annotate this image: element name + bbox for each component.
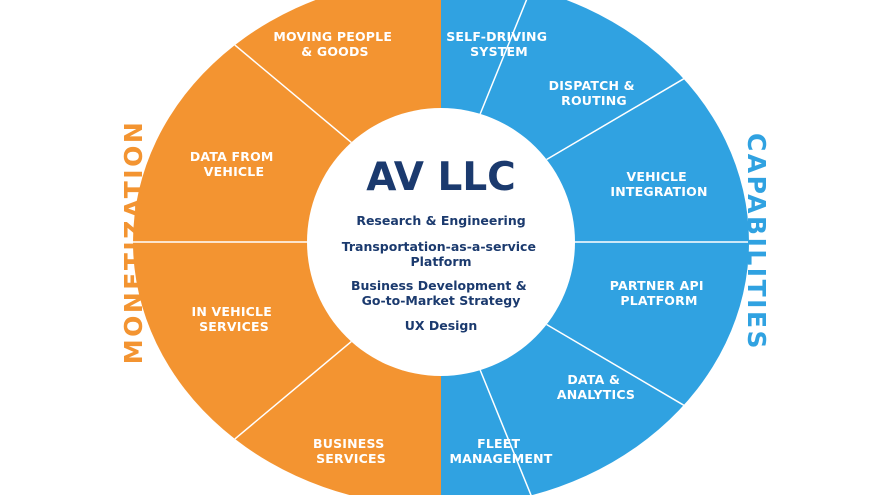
segment-in-vehicle-services: IN VEHICLE SERVICES — [191, 304, 276, 334]
segment-fleet-management: FLEET MANAGEMENT — [449, 436, 552, 466]
center-title: AV LLC — [366, 155, 516, 200]
divider-left-upper — [234, 44, 352, 143]
center-item-taas: Transportation-as-a-service Platform — [342, 239, 541, 269]
divider-right-top-1 — [479, 0, 528, 115]
monetization-half — [133, 0, 441, 495]
monetization-segment-labels: MOVING PEOPLE & GOODS DATA FROM VEHICLE … — [190, 29, 396, 466]
segment-data-from-vehicle: DATA FROM VEHICLE — [190, 149, 278, 179]
center-item-list: Research & Engineering Transportation-as… — [342, 213, 541, 333]
segment-business-services: BUSINESS SERVICES — [313, 436, 389, 466]
segment-vehicle-integration: VEHICLE INTEGRATION — [610, 169, 707, 199]
segment-moving-people-goods: MOVING PEOPLE & GOODS — [273, 29, 396, 59]
center-item-research: Research & Engineering — [356, 213, 525, 228]
center-circle — [307, 108, 575, 376]
capabilities-label: CAPABILITIES — [742, 133, 771, 351]
capabilities-half — [441, 0, 749, 495]
segment-dividers — [133, 0, 749, 495]
divider-left-lower — [234, 341, 352, 440]
divider-right-bottom-2 — [479, 369, 532, 495]
divider-right-bottom-1 — [546, 323, 685, 406]
segment-partner-api-platform: PARTNER API PLATFORM — [610, 278, 709, 308]
segment-self-driving-system: SELF-DRIVING SYSTEM — [446, 29, 552, 59]
segment-dispatch-routing: DISPATCH & ROUTING — [549, 78, 640, 108]
center-item-business-dev: Business Development & Go-to-Market Stra… — [351, 278, 531, 308]
divider-right-top-2 — [546, 78, 685, 161]
monetization-label: MONETIZATION — [119, 120, 148, 365]
capabilities-segment-labels: SELF-DRIVING SYSTEM DISPATCH & ROUTING V… — [446, 29, 709, 466]
segment-data-analytics: DATA & ANALYTICS — [557, 372, 635, 402]
center-item-ux-design: UX Design — [405, 318, 478, 333]
